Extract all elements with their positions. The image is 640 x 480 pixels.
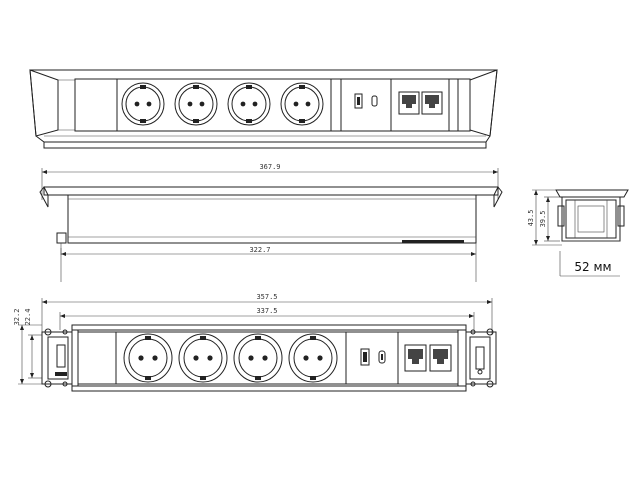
front-view xyxy=(18,298,497,392)
end-view xyxy=(532,189,629,277)
usb-c-port-icon xyxy=(371,95,378,107)
socket-icon xyxy=(178,333,228,383)
socket-icon xyxy=(288,333,338,383)
top-usb-module xyxy=(354,93,378,109)
socket-icon xyxy=(174,82,218,126)
socket-icon xyxy=(123,333,173,383)
dim-bottom-length-inner: 337.5 xyxy=(256,307,277,315)
dim-overall-length: 367.9 xyxy=(259,163,280,171)
socket-icon xyxy=(121,82,165,126)
front-rj45-module xyxy=(404,344,452,372)
front-usb-module xyxy=(360,348,386,366)
dim-inner-length: 322.7 xyxy=(249,246,270,254)
socket-icon xyxy=(233,333,283,383)
dim-bottom-height-inner: 22.4 xyxy=(24,309,32,326)
side-view xyxy=(39,168,503,282)
front-sockets xyxy=(123,333,338,383)
top-rj45-module xyxy=(398,91,443,115)
top-sockets xyxy=(121,82,324,126)
dim-bottom-length-outer: 357.5 xyxy=(256,293,277,301)
dim-end-height: 43.5 xyxy=(527,210,535,227)
dim-width-label: 52 мм xyxy=(574,260,611,274)
top-perspective-view xyxy=(29,69,498,149)
socket-icon xyxy=(227,82,271,126)
socket-icon xyxy=(280,82,324,126)
dim-bottom-height-outer: 32.2 xyxy=(13,309,21,326)
dim-end-height-inner: 39.5 xyxy=(539,211,547,228)
